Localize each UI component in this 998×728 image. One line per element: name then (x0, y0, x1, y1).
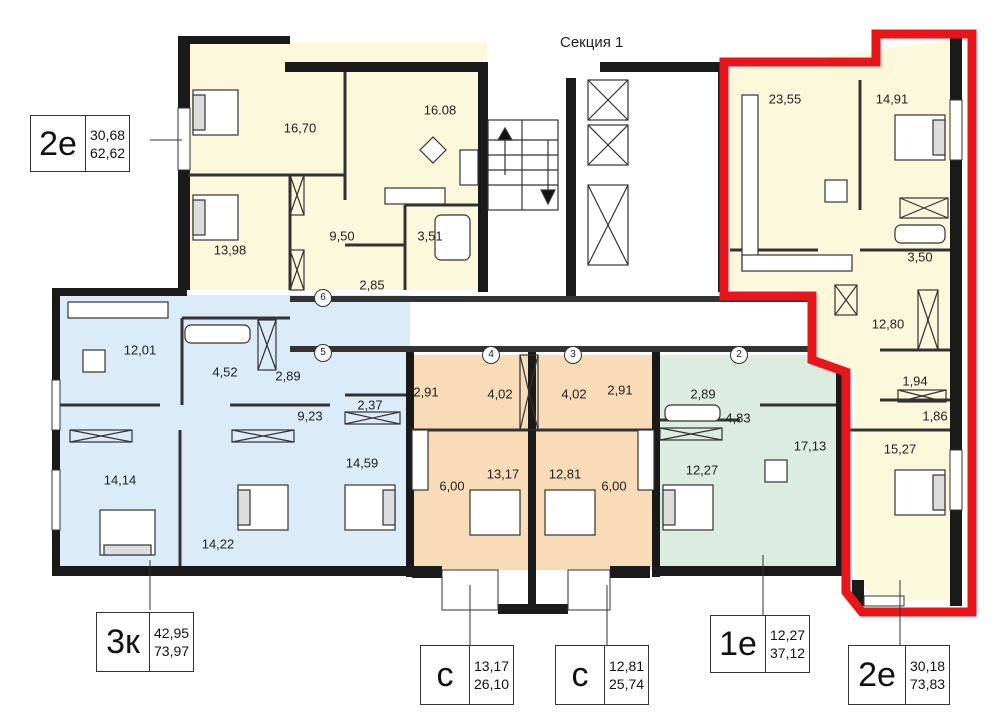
apartment-areas: 30,18 73,83 (906, 646, 949, 704)
room-area: 14,91 (875, 91, 909, 107)
apartment-1e-fill[interactable] (658, 355, 838, 570)
room-area: 4,02 (487, 386, 513, 402)
room-area: 12,27 (685, 462, 719, 478)
furniture (67, 89, 946, 556)
room-area: 2,85 (359, 277, 385, 293)
living-area: 30,68 (90, 126, 126, 143)
room-area: 15,27 (883, 441, 917, 457)
apartment-areas: 13,17 26,10 (470, 646, 513, 704)
apartment-number-5: 5 (314, 344, 332, 362)
apartment-number-3: 3 (564, 346, 582, 364)
room-area: 3,51 (417, 228, 443, 244)
apartment-badge-1e[interactable]: 1е 12,27 37,12 (710, 615, 811, 673)
room-area: 4,52 (212, 364, 238, 380)
room-area: 13,17 (486, 466, 520, 482)
room-area: 14,14 (103, 472, 137, 488)
living-area: 12,27 (770, 627, 806, 643)
room-area: 2,91 (607, 382, 633, 398)
living-area: 42,95 (154, 625, 190, 641)
total-area: 25,74 (609, 676, 645, 692)
apartment-type: 1е (711, 616, 766, 672)
badge-leaders (149, 139, 901, 645)
room-area: 17,13 (793, 438, 827, 454)
room-area: 4,02 (561, 386, 587, 402)
room-area: 16.08 (423, 102, 457, 118)
room-area: 1,94 (902, 373, 928, 389)
room-area: 23,55 (768, 91, 802, 107)
apartment-c-right-fill[interactable] (535, 355, 655, 570)
apartment-number-4: 4 (482, 346, 500, 364)
apartment-type: с (421, 646, 470, 704)
apartment-areas: 42,95 73,97 (150, 613, 193, 671)
room-area: 13,98 (213, 242, 247, 258)
selected-apartment-highlight[interactable] (719, 29, 977, 617)
apartment-badge-c-right[interactable]: с 12,81 25,74 (555, 645, 650, 705)
room-area: 6,00 (439, 478, 465, 494)
room-area: 2,91 (413, 384, 439, 400)
room-area: 2,89 (690, 386, 716, 402)
living-area: 30,18 (910, 658, 946, 674)
total-area: 26,10 (474, 676, 510, 692)
room-area: 2,89 (275, 368, 301, 384)
apartment-number-6: 6 (314, 289, 332, 307)
apartment-type: 2е (849, 646, 906, 704)
apartment-areas: 12,27 37,12 (766, 616, 809, 672)
room-area: 14,59 (345, 455, 379, 471)
apartment-badge-2e-left[interactable]: 2е 30,68 62,62 (30, 115, 131, 172)
room-area: 1,86 (922, 408, 948, 424)
living-area: 13,17 (474, 658, 510, 674)
windows (51, 99, 963, 611)
total-area: 73,83 (910, 676, 946, 692)
apartment-areas: 12,81 25,74 (605, 646, 648, 704)
apartment-type: с (556, 646, 605, 704)
room-area: 12,81 (548, 466, 582, 482)
apartment-badge-3k[interactable]: 3к 42,95 73,97 (96, 612, 195, 672)
living-area: 12,81 (609, 658, 645, 674)
apartment-number-2: 2 (730, 346, 748, 364)
room-area: 12,01 (123, 342, 157, 358)
total-area: 62,62 (90, 144, 126, 161)
total-area: 73,97 (154, 643, 190, 659)
apartment-areas: 30,68 62,62 (86, 116, 129, 171)
apartment-2e-right-fill[interactable] (730, 40, 955, 600)
room-area: 3,50 (907, 249, 933, 265)
room-area: 14,22 (201, 536, 235, 552)
room-area: 4,83 (725, 410, 751, 426)
room-area: 6,00 (601, 478, 627, 494)
section-title: Секция 1 (560, 34, 624, 51)
room-area: 9,23 (297, 408, 323, 424)
room-area: 9,50 (329, 228, 355, 244)
apartment-badge-c-left[interactable]: с 13,17 26,10 (420, 645, 515, 705)
stair-core (69, 79, 949, 443)
apartment-badge-2e-right[interactable]: 2е 30,18 73,83 (848, 645, 951, 705)
room-area: 16,70 (283, 120, 317, 136)
room-area: 12,80 (871, 316, 905, 332)
total-area: 37,12 (770, 645, 806, 661)
apartment-type: 3к (97, 613, 150, 671)
room-area: 2,37 (357, 397, 383, 413)
apartment-type: 2е (31, 116, 86, 171)
